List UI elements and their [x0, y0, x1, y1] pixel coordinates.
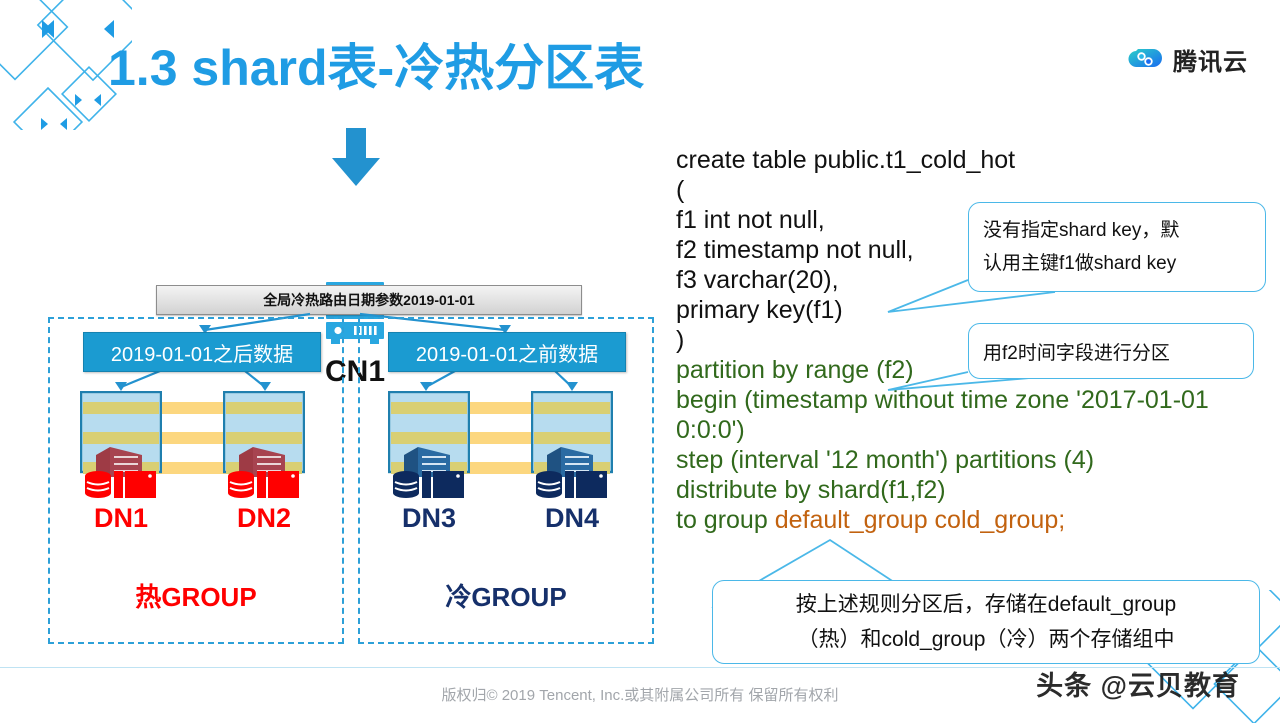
- database-server-icon: [530, 390, 614, 499]
- sql-code-block: create table public.t1_cold_hot(f1 int n…: [676, 145, 1276, 535]
- dn-node-2: DN2: [222, 390, 306, 534]
- dn-node-label-4: DN4: [544, 503, 599, 533]
- brand-name: 腾讯云: [1173, 49, 1248, 76]
- database-server-icon: [79, 390, 163, 499]
- sql-code-segment: f3 varchar(20),: [676, 266, 839, 294]
- sql-code-line: f1 int not null,: [676, 205, 1276, 235]
- sql-code-segment: default_group cold_group;: [774, 506, 1066, 534]
- sql-code-segment: to group: [676, 506, 775, 534]
- callout-line: 按上述规则分区后，存储在default_group: [795, 593, 1177, 616]
- sql-code-segment: create table public.t1_cold_hot: [676, 146, 1016, 174]
- sql-code-segment: begin (timestamp without time zone '2017…: [676, 386, 1209, 414]
- callout-storage-group-note: 按上述规则分区后，存储在default_group （热）和cold_group…: [712, 580, 1260, 664]
- sql-code-line: partition by range (f2): [676, 355, 1276, 385]
- sql-code-segment: step (interval '12 month') partitions (4…: [676, 446, 1095, 474]
- sql-code-line: begin (timestamp without time zone '2017…: [676, 385, 1276, 415]
- sql-code-segment: 0:0:0'): [676, 416, 745, 444]
- callout-line: 用f2时间字段进行分区: [983, 342, 1170, 364]
- sql-code-segment: (: [676, 176, 685, 204]
- sql-code-line: create table public.t1_cold_hot: [676, 145, 1276, 175]
- sql-code-line: (: [676, 175, 1276, 205]
- sql-code-line: distribute by shard(f1,f2): [676, 475, 1276, 505]
- database-server-icon: [222, 390, 306, 499]
- sql-code-segment: f1 int not null,: [676, 206, 825, 234]
- footer-divider: [0, 667, 1280, 668]
- dn-node-4: DN4: [530, 390, 614, 534]
- sql-code-line: primary key(f1): [676, 295, 1276, 325]
- callout-line: （热）和cold_group（冷）两个存储组中: [797, 628, 1175, 651]
- cn-node-label: CN1: [324, 355, 385, 388]
- sql-code-line: 0:0:0'): [676, 415, 1276, 445]
- copyright-text: 版权归© 2019 Tencent, Inc.或其附属公司所有 保留所有权利: [441, 687, 839, 704]
- watermark-text: 头条 @云贝教育: [1036, 671, 1240, 701]
- group-caption-hot: 热GROUP: [135, 582, 257, 612]
- date-chip-hot: 2019-01-01之后数据: [83, 332, 321, 372]
- sql-code-segment: partition by range (f2): [676, 356, 914, 384]
- architecture-diagram: CN1 全局冷热路由日期参数2019-01-01: [0, 110, 670, 670]
- sql-code-line: to group default_group cold_group;: [676, 505, 1276, 535]
- callout-shard-key-note: 没有指定shard key，默 认用主键f1做shard key: [968, 202, 1266, 292]
- database-server-icon: [387, 390, 471, 499]
- sql-code-segment: f2 timestamp not null,: [676, 236, 914, 264]
- dn-node-3: DN3: [387, 390, 471, 534]
- callout-line: 认用主键f1做shard key: [983, 253, 1177, 274]
- sql-code-segment: ): [676, 326, 685, 354]
- down-arrow-icon: [322, 128, 390, 195]
- dn-node-label-3: DN3: [401, 503, 456, 533]
- callout-partition-note: 用f2时间字段进行分区: [968, 323, 1254, 379]
- global-route-banner: 全局冷热路由日期参数2019-01-01: [156, 285, 582, 315]
- dn-node-label-1: DN1: [93, 503, 148, 533]
- group-box-cold: 冷GROUP: [358, 317, 654, 644]
- sql-code-line: f2 timestamp not null,: [676, 235, 1276, 265]
- dn-node-1: DN1: [79, 390, 163, 534]
- date-chip-cold: 2019-01-01之前数据: [388, 332, 626, 372]
- page-title: 1.3 shard表-冷热分区表: [108, 40, 645, 96]
- sql-code-line: step (interval '12 month') partitions (4…: [676, 445, 1276, 475]
- brand-logo: 腾讯云: [1128, 42, 1248, 77]
- sql-code-line: ): [676, 325, 1276, 355]
- group-box-hot: 热GROUP: [48, 317, 344, 644]
- group-caption-cold: 冷GROUP: [445, 582, 567, 612]
- dn-node-label-2: DN2: [236, 503, 291, 533]
- callout-line: 没有指定shard key，默: [983, 220, 1180, 241]
- sql-code-segment: primary key(f1): [676, 296, 843, 324]
- sql-code-line: f3 varchar(20),: [676, 265, 1276, 295]
- tencent-cloud-logo-icon: [1128, 44, 1164, 76]
- sql-code-segment: distribute by shard(f1,f2): [676, 476, 946, 504]
